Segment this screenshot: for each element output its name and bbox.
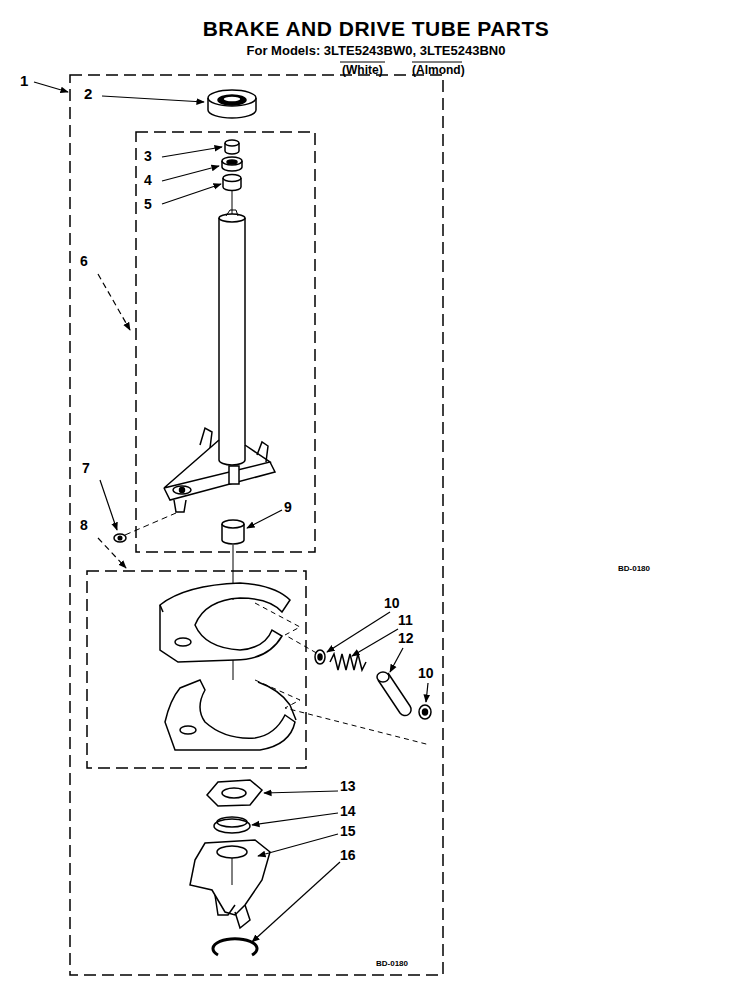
callout-number: 2 bbox=[84, 86, 92, 101]
callout-number: 9 bbox=[284, 500, 292, 514]
model-list: For Models: 3LTE5243BW0, 3LTE5243BN0 bbox=[0, 44, 752, 57]
drawing-code: BD-0180 bbox=[376, 960, 408, 968]
drawing-code: BD-0180 bbox=[618, 565, 650, 573]
callout-number: 11 bbox=[398, 613, 413, 627]
color-note: (Almond) bbox=[412, 64, 465, 76]
callout-number: 16 bbox=[340, 848, 356, 862]
callout-number: 15 bbox=[340, 824, 356, 838]
color-note: (White) bbox=[342, 64, 383, 76]
callout-number: 10 bbox=[418, 666, 434, 680]
callout-number: 14 bbox=[340, 804, 356, 818]
callout-number: 5 bbox=[144, 197, 152, 211]
callout-number: 4 bbox=[144, 173, 152, 187]
callout-number: 10 bbox=[384, 596, 400, 610]
callout-number: 7 bbox=[82, 461, 90, 475]
callout-number: 13 bbox=[340, 779, 356, 793]
callout-number: 6 bbox=[80, 254, 88, 268]
callout-number: 1 bbox=[20, 73, 28, 88]
diagram-title: BRAKE AND DRIVE TUBE PARTS bbox=[0, 18, 752, 39]
callout-number: 12 bbox=[398, 631, 414, 645]
callout-number: 8 bbox=[80, 518, 88, 532]
callout-number: 3 bbox=[144, 149, 152, 163]
